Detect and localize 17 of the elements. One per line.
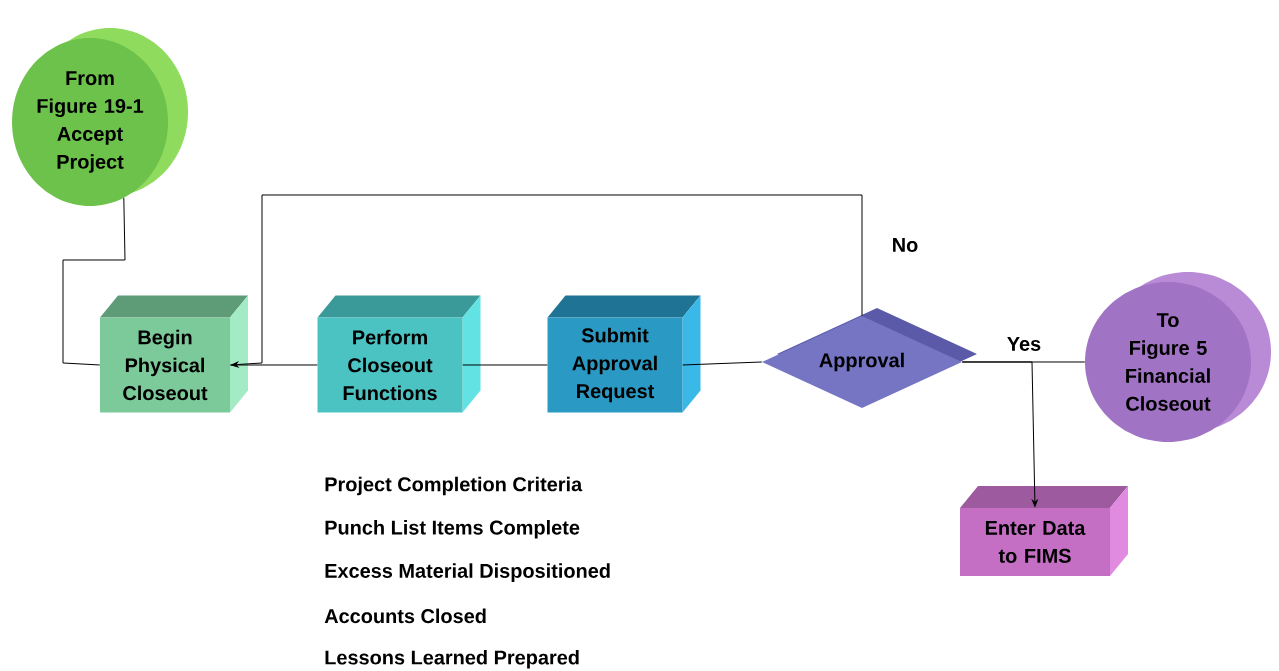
connector-line: [462, 364, 548, 366]
criteria-text: Punch List Items Complete: [325, 520, 580, 539]
process-box: Submit Approval Request: [547, 295, 701, 413]
process-box: Enter Data to FIMS: [960, 486, 1128, 576]
criteria-text: Lessons Learned Prepared: [325, 649, 579, 669]
criteria-text: Excess Material Dispositioned: [325, 563, 610, 582]
criteria-text: Accounts Closed: [324, 608, 486, 624]
edge-label: No: [889, 236, 921, 254]
connector-line: [231, 194, 863, 368]
connector-line: [229, 364, 318, 366]
connector-line: [961, 361, 1038, 507]
connector-line: [62, 197, 126, 366]
connector-line: [682, 361, 763, 366]
process-box: Begin Physical Closeout: [100, 295, 248, 413]
edge-label: Yes: [1004, 335, 1044, 353]
criteria-text: Project Completion Criteria: [325, 476, 583, 496]
process-box: Perform Closeout Functions: [317, 295, 481, 413]
